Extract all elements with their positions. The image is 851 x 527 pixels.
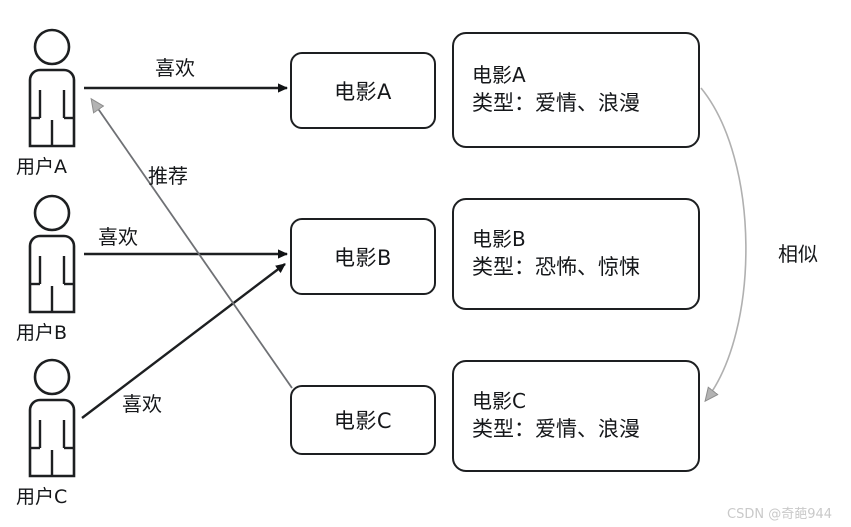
user-b-caption: 用户B bbox=[16, 322, 68, 344]
movie-detail-box-c[interactable]: 电影C 类型：爱情、浪漫 bbox=[452, 360, 700, 472]
movie-detail-box-b[interactable]: 电影B 类型：恐怖、惊悚 bbox=[452, 198, 700, 310]
user-a-figure bbox=[28, 28, 76, 148]
person-body-icon bbox=[28, 398, 76, 478]
edge-label-like-c: 喜欢 bbox=[122, 392, 162, 416]
movie-box-b-label: 电影B bbox=[334, 245, 392, 270]
edge-like-c-line bbox=[81, 263, 286, 419]
user-b-figure bbox=[28, 194, 76, 314]
movie-detail-a-genre: 类型：爱情、浪漫 bbox=[472, 91, 640, 116]
edge-label-recommend: 推荐 bbox=[148, 164, 188, 188]
movie-box-c[interactable]: 电影C bbox=[290, 385, 436, 455]
edge-recommend-line bbox=[90, 97, 293, 389]
edge-label-like-a: 喜欢 bbox=[155, 56, 195, 80]
movie-detail-box-a[interactable]: 电影A 类型：爱情、浪漫 bbox=[452, 32, 700, 148]
watermark: CSDN @奇葩944 bbox=[727, 507, 833, 522]
movie-box-b[interactable]: 电影B bbox=[290, 218, 436, 295]
edge-label-like-b: 喜欢 bbox=[98, 225, 138, 249]
movie-box-c-label: 电影C bbox=[333, 409, 393, 433]
movie-detail-a-title: 电影A bbox=[472, 63, 526, 88]
edge-similar-curve bbox=[700, 87, 747, 403]
person-body-icon bbox=[28, 68, 76, 148]
user-a-caption: 用户A bbox=[16, 156, 67, 178]
person-body-icon bbox=[28, 234, 76, 314]
person-head-icon bbox=[33, 194, 71, 232]
person-head-icon bbox=[33, 358, 71, 396]
user-c-figure bbox=[28, 358, 76, 478]
movie-detail-c-title: 电影C bbox=[472, 389, 526, 414]
person-head-icon bbox=[33, 28, 71, 66]
movie-box-a[interactable]: 电影A bbox=[290, 52, 436, 129]
user-c-caption: 用户C bbox=[16, 486, 68, 508]
edge-label-similar: 相似 bbox=[778, 242, 818, 266]
movie-detail-b-title: 电影B bbox=[472, 227, 526, 252]
movie-detail-b-genre: 类型：恐怖、惊悚 bbox=[472, 255, 640, 280]
movie-box-a-label: 电影A bbox=[334, 79, 392, 104]
movie-detail-c-genre: 类型：爱情、浪漫 bbox=[472, 417, 640, 442]
